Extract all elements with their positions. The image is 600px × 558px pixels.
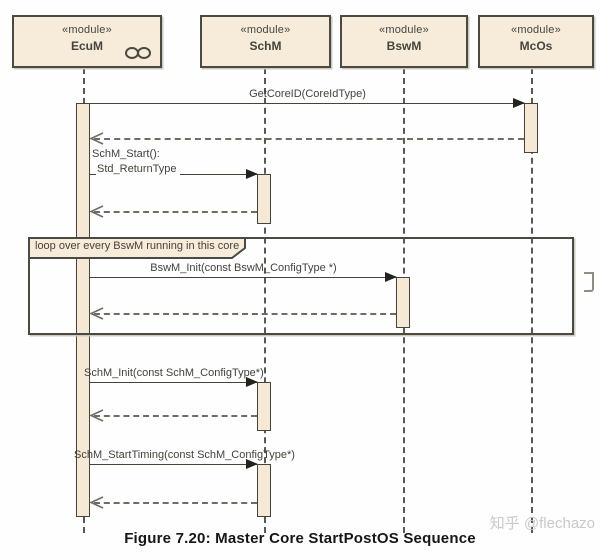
message-arrow-getcoreid (90, 103, 525, 104)
return-arrow (94, 313, 396, 315)
message-label: BswM_Init(const BswM_ConfigType *) (150, 262, 337, 274)
activation-bar-schm-2 (257, 382, 271, 431)
return-arrow (94, 415, 257, 417)
filled-arrowhead-icon (246, 169, 258, 179)
message-arrow-schm-starttiming (90, 464, 258, 465)
module-stereotype: «module» (511, 24, 561, 36)
message-label: SchM_Init(const SchM_ConfigType*) (84, 367, 264, 379)
message-label: SchM_Start(): (92, 148, 160, 160)
module-stereotype: «module» (240, 24, 291, 36)
module-box-mcos: «module» McOs (478, 15, 594, 68)
lifeline-mcos (531, 68, 533, 533)
linked-circles-icon (125, 47, 151, 59)
module-name: BswM (386, 39, 422, 53)
loop-fragment (28, 237, 574, 335)
module-box-bswm: «module» BswM (340, 15, 468, 68)
activation-bar-ecum (76, 103, 90, 517)
pentagon-label-shape (28, 237, 246, 259)
module-name: EcuM (70, 39, 103, 53)
filled-arrowhead-icon (513, 98, 525, 108)
activation-bar-bswm (396, 277, 410, 328)
figure-caption: Figure 7.20: Master Core StartPostOS Seq… (124, 530, 476, 547)
module-name: McOs (519, 39, 553, 53)
lifeline-schm (264, 68, 266, 533)
message-arrow-bswm-init (90, 277, 397, 278)
module-name: SchM (249, 39, 282, 53)
open-arrowhead-icon (90, 307, 104, 320)
open-arrowhead-icon (90, 205, 104, 218)
message-label: Std_ReturnType (96, 162, 180, 176)
activation-bar-schm-1 (257, 174, 271, 224)
filled-arrowhead-icon (246, 377, 258, 387)
watermark: 知乎 @flechazo (489, 515, 595, 532)
module-stereotype: «module» (379, 24, 429, 36)
activation-bar-schm-3 (257, 464, 271, 517)
return-arrow (94, 138, 524, 140)
open-arrowhead-icon (90, 132, 104, 145)
message-arrow-schm-init (90, 382, 258, 383)
message-label: GetCoreID(CoreIdType) (249, 88, 366, 100)
filled-arrowhead-icon (246, 459, 258, 469)
bracket-mark (584, 272, 594, 292)
module-box-schm: «module» SchM (200, 15, 331, 68)
module-stereotype: «module» (62, 24, 112, 36)
message-label: SchM_StartTiming(const SchM_ConfigType*) (74, 449, 295, 461)
return-arrow (94, 502, 257, 504)
loop-label-text: loop over every BswM running in this cor… (35, 240, 240, 252)
open-arrowhead-icon (90, 409, 104, 422)
module-box-ecum: «module» EcuM (12, 15, 162, 68)
filled-arrowhead-icon (385, 272, 397, 282)
return-arrow (94, 211, 257, 213)
loop-fragment-label: loop over every BswM running in this cor… (28, 237, 246, 259)
open-arrowhead-icon (90, 496, 104, 509)
activation-bar-mcos (524, 103, 538, 153)
